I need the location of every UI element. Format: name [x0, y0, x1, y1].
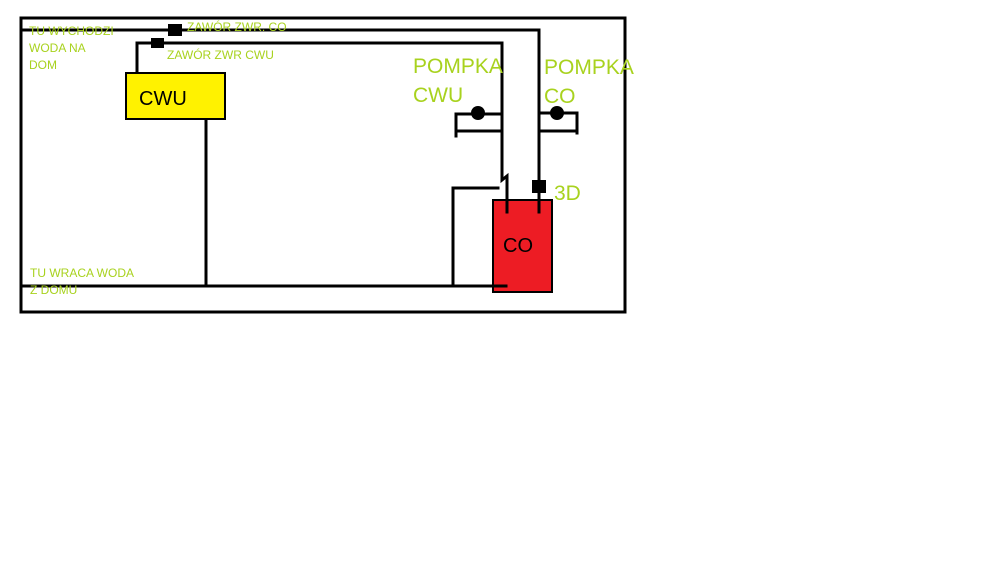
outer-frame: [19, 16, 627, 314]
valve-3d-icon: [532, 180, 546, 193]
valve-cwu-icon: [151, 38, 164, 48]
boiler-stubs: [491, 198, 541, 288]
pump-co-icon: [550, 106, 564, 120]
valve-3d-label: 3D: [554, 182, 581, 205]
pump-co-label-2: CO: [544, 85, 576, 108]
supply-pipe-co: [19, 28, 541, 214]
return-label-2: Z DOMU: [30, 283, 77, 297]
cwu-tank: [125, 72, 226, 120]
outflow-label-1: TU WYCHODZI: [29, 24, 114, 38]
valve-cwu-label: ZAWÓR ZWR CWU: [167, 47, 274, 62]
co-boiler: [492, 199, 553, 293]
outflow-label-2: WODA NA: [29, 41, 86, 55]
return-label-1: TU WRACA WODA: [30, 266, 134, 280]
outflow-label-3: DOM: [29, 58, 57, 72]
pump-co-label-1: POMPKA: [544, 56, 634, 79]
pump-cwu-loop: [454, 112, 504, 138]
pump-cwu-label-1: POMPKA: [413, 55, 503, 78]
valve-co-label: ZAWÓR ZWR. CO: [187, 19, 287, 34]
co-boiler-label: CO: [503, 235, 533, 257]
valve-co-icon: [168, 24, 182, 36]
pump-cwu-icon: [471, 106, 485, 120]
supply-pipe-cwu: [135, 41, 509, 214]
pump-cwu-label-2: CWU: [413, 84, 463, 107]
bypass-pipe: [451, 186, 500, 288]
cwu-tank-label: CWU: [139, 88, 187, 110]
